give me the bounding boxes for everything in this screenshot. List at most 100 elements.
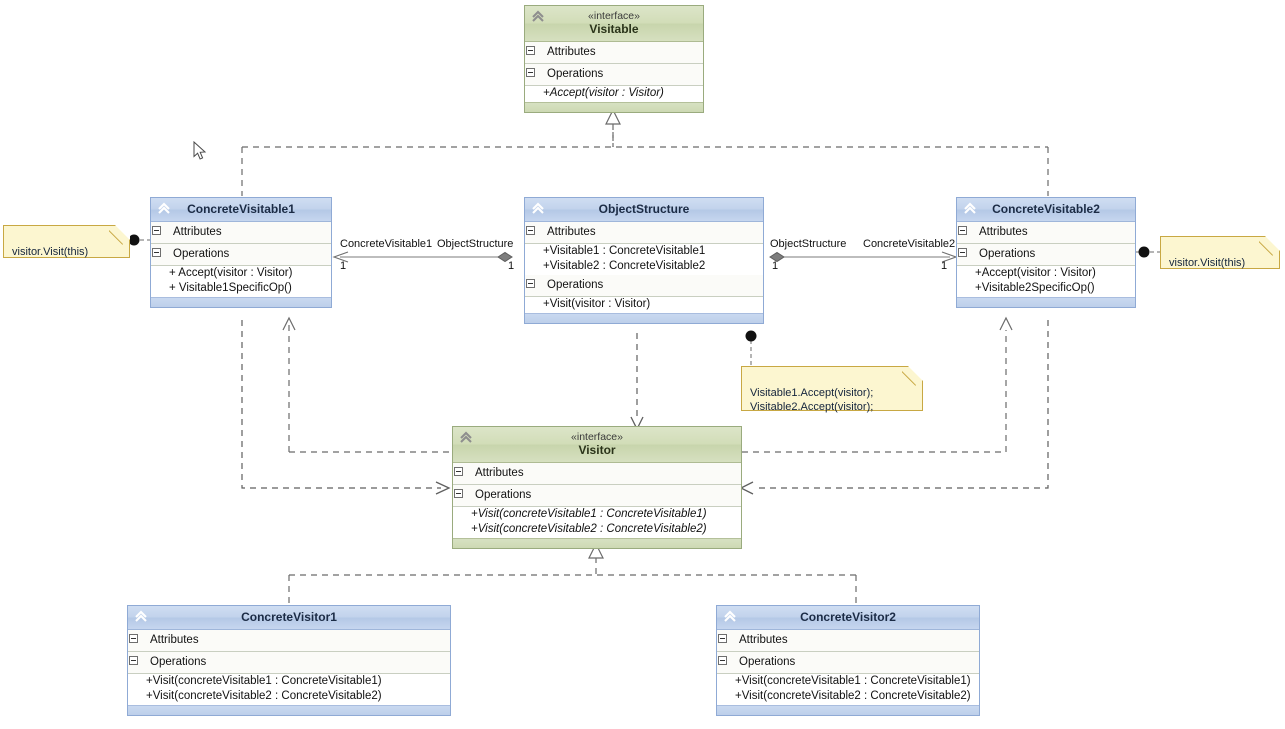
note-text: Visitable1.Accept(visitor); Visitable2.A… [750, 387, 874, 413]
class-header-visitor: «interface» Visitor [453, 427, 741, 463]
collapse-icon[interactable] [718, 656, 727, 665]
attributes-label: Attributes [739, 634, 788, 646]
operation-item: +Visit(concreteVisitable1 : ConcreteVisi… [146, 675, 382, 687]
operations-label: Operations [475, 489, 532, 501]
operations-label: Operations [173, 248, 230, 260]
attributes-label: Attributes [547, 226, 596, 238]
class-footer [128, 705, 450, 715]
note-anchor-dot-center [745, 330, 757, 342]
collapse-icon[interactable] [152, 248, 161, 257]
note-anchor-dot-left [128, 234, 140, 246]
collapse-icon[interactable] [129, 656, 138, 665]
attribute-item: +Visitable1 : ConcreteVisitable1 [543, 245, 706, 257]
class-header-concretevisitable1: ConcreteVisitable1 [151, 198, 331, 222]
collapse-icon[interactable] [526, 226, 535, 235]
class-box-concretevisitable2[interactable]: ConcreteVisitable2 Attributes Operations… [956, 197, 1136, 308]
class-operations-section-visitable[interactable]: Operations [525, 64, 703, 86]
note-text: visitor.Visit(this) [12, 246, 89, 258]
operation-list-visitor2: +Visit(concreteVisitable1 : ConcreteVisi… [717, 674, 979, 705]
class-operations-section-visitor1[interactable]: Operations [128, 652, 450, 674]
class-header-concretevisitor2: ConcreteVisitor2 [717, 606, 979, 630]
operation-item: + Visitable1SpecificOp() [169, 282, 292, 294]
class-footer [717, 705, 979, 715]
operations-label: Operations [547, 68, 604, 80]
collapse-icon[interactable] [718, 634, 727, 643]
class-attributes-section-visitor1[interactable]: Attributes [128, 630, 450, 652]
class-attributes-section-visitor[interactable]: Attributes [453, 463, 741, 485]
class-operations-section-cv1[interactable]: Operations [151, 244, 331, 266]
operation-list-visitor1: +Visit(concreteVisitable1 : ConcreteVisi… [128, 674, 450, 705]
assoc-label-left-target: ObjectStructure [437, 238, 514, 250]
operation-item: +Visit(concreteVisitable1 : ConcreteVisi… [735, 675, 971, 687]
class-operations-section-visitor2[interactable]: Operations [717, 652, 979, 674]
operation-item: +Visit(concreteVisitable2 : ConcreteVisi… [735, 690, 971, 702]
collapse-icon[interactable] [454, 467, 463, 476]
class-box-visitor[interactable]: «interface» Visitor Attributes Operation… [452, 426, 742, 549]
class-header-concretevisitor1: ConcreteVisitor1 [128, 606, 450, 630]
class-box-concretevisitor1[interactable]: ConcreteVisitor1 Attributes Operations +… [127, 605, 451, 716]
class-footer [151, 297, 331, 307]
class-footer [525, 313, 763, 323]
collapse-icon[interactable] [454, 489, 463, 498]
chevron-up-icon [133, 609, 149, 625]
collapse-icon[interactable] [129, 634, 138, 643]
class-box-visitable[interactable]: «interface» Visitable Attributes Operati… [524, 5, 704, 113]
attribute-item: +Visitable2 : ConcreteVisitable2 [543, 260, 706, 272]
class-footer [957, 297, 1135, 307]
chevron-up-icon [962, 201, 978, 217]
class-box-objectstructure[interactable]: ObjectStructure Attributes +Visitable1 :… [524, 197, 764, 324]
assoc-mult-right-target: 1 [941, 260, 948, 272]
class-attributes-section-cv2[interactable]: Attributes [957, 222, 1135, 244]
operation-item: +Accept(visitor : Visitor) [975, 267, 1096, 279]
note-objectstructure-accept-calls[interactable]: Visitable1.Accept(visitor); Visitable2.A… [741, 366, 923, 413]
attribute-list-os: +Visitable1 : ConcreteVisitable1 +Visita… [525, 244, 763, 275]
arrowhead-cv1-up [282, 316, 296, 331]
class-footer [453, 538, 741, 548]
assoc-mult-left-source: 1 [340, 260, 347, 272]
note-fold-edge [109, 225, 130, 246]
chevron-up-icon [530, 201, 546, 217]
attributes-label: Attributes [979, 226, 1028, 238]
note-text: visitor.Visit(this) [1169, 257, 1246, 269]
class-stereotype: «interface» [588, 10, 640, 22]
operations-label: Operations [547, 279, 604, 291]
collapse-icon[interactable] [958, 248, 967, 257]
class-name: ConcreteVisitable1 [187, 202, 295, 216]
collapse-icon[interactable] [526, 46, 535, 55]
class-name: ConcreteVisitable2 [992, 202, 1100, 216]
assoc-mult-left-target: 1 [508, 260, 515, 272]
dependency-cv1-visitor [241, 320, 441, 489]
assoc-label-right-source: ObjectStructure [770, 238, 847, 250]
class-operations-section-cv2[interactable]: Operations [957, 244, 1135, 266]
chevron-up-icon [722, 609, 738, 625]
chevron-up-icon [530, 9, 546, 25]
operation-list-os: +Visit(visitor : Visitor) [525, 297, 763, 313]
dependency-cv1-visitor-arrowhead [435, 481, 451, 495]
class-operations-section-os[interactable]: Operations [525, 275, 763, 297]
class-name: ConcreteVisitor2 [800, 610, 896, 624]
chevron-up-icon [156, 201, 172, 217]
arrowhead-cv2-up [999, 316, 1013, 331]
operation-item: +Visit(concreteVisitable1 : ConcreteVisi… [471, 508, 707, 520]
attributes-label: Attributes [150, 634, 199, 646]
collapse-icon[interactable] [152, 226, 161, 235]
collapse-icon[interactable] [526, 279, 535, 288]
class-attributes-section-visitor2[interactable]: Attributes [717, 630, 979, 652]
class-attributes-section-cv1[interactable]: Attributes [151, 222, 331, 244]
note-visitor-visit-this-right[interactable]: visitor.Visit(this) [1160, 236, 1280, 269]
note-fold-edge [902, 366, 923, 387]
assoc-label-right-target: ConcreteVisitable2 [863, 238, 956, 250]
collapse-icon[interactable] [526, 68, 535, 77]
note-visitor-visit-this-left[interactable]: visitor.Visit(this) [3, 225, 130, 258]
class-operations-section-visitor[interactable]: Operations [453, 485, 741, 507]
class-attributes-section-visitable[interactable]: Attributes [525, 42, 703, 64]
note-fold-edge [1259, 236, 1280, 257]
operation-list-visitable: +Accept(visitor : Visitor) [525, 86, 703, 102]
operation-item: + Accept(visitor : Visitor) [169, 267, 293, 279]
operation-list-cv1: + Accept(visitor : Visitor) + Visitable1… [151, 266, 331, 297]
operation-item: +Visitable2SpecificOp() [975, 282, 1095, 294]
collapse-icon[interactable] [958, 226, 967, 235]
class-box-concretevisitable1[interactable]: ConcreteVisitable1 Attributes Operations… [150, 197, 332, 308]
class-box-concretevisitor2[interactable]: ConcreteVisitor2 Attributes Operations +… [716, 605, 980, 716]
class-attributes-section-os[interactable]: Attributes [525, 222, 763, 244]
